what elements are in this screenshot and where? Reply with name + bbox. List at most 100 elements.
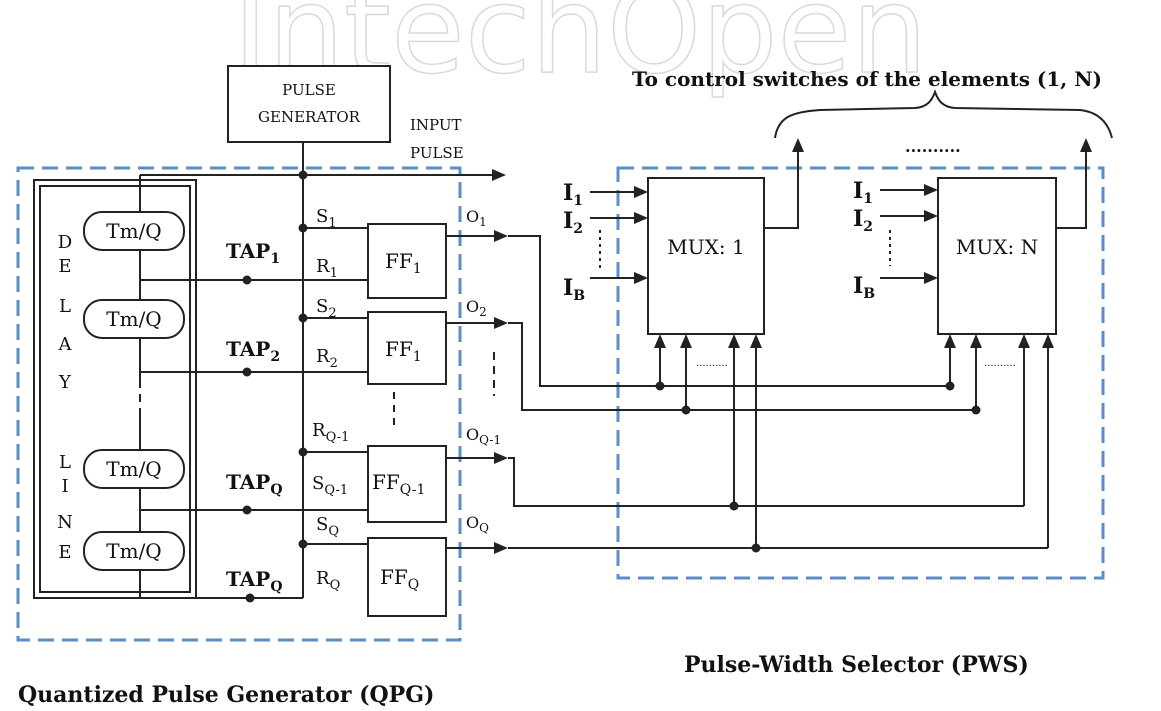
arrow bbox=[728, 334, 740, 348]
mux-input-label: IB bbox=[853, 273, 875, 302]
arrow bbox=[680, 334, 692, 348]
ff-label: FFQ bbox=[380, 565, 419, 593]
junction bbox=[655, 381, 665, 391]
arrow bbox=[792, 138, 804, 152]
delay-letter: E bbox=[58, 256, 71, 277]
arrow bbox=[494, 542, 508, 554]
o2-route bbox=[508, 322, 686, 411]
mux-input-label: IB bbox=[563, 275, 585, 304]
ff-label: FFQ-1 bbox=[372, 470, 425, 498]
junction bbox=[751, 543, 761, 553]
mux-n-label: MUX: N bbox=[956, 235, 1038, 259]
ff-output-label: O2 bbox=[466, 297, 487, 319]
delay-letter: D bbox=[58, 232, 72, 253]
delay-line-frame-inner bbox=[39, 185, 191, 593]
flipflop-1 bbox=[367, 223, 447, 299]
junction bbox=[242, 505, 252, 515]
ff-label: FF1 bbox=[385, 337, 422, 365]
junction bbox=[729, 501, 739, 511]
arrow bbox=[1042, 334, 1054, 348]
mux-1 bbox=[647, 177, 765, 335]
tap-label: TAPQ bbox=[226, 567, 283, 595]
delay-letter: N bbox=[57, 512, 73, 533]
mux-1-label: MUX: 1 bbox=[667, 235, 744, 259]
arrow bbox=[634, 272, 648, 284]
mux-input-label: I2 bbox=[563, 208, 583, 237]
junction bbox=[242, 275, 252, 285]
junction bbox=[971, 405, 981, 415]
arrow bbox=[924, 210, 938, 222]
mux-input-label: I1 bbox=[853, 178, 873, 207]
arrow bbox=[924, 272, 938, 284]
delay-letter: A bbox=[58, 334, 73, 355]
mux-1-output bbox=[764, 150, 799, 229]
junction bbox=[298, 170, 308, 180]
junction bbox=[298, 539, 308, 549]
tap-label: TAPQ bbox=[226, 470, 283, 498]
delay-letter: I bbox=[61, 476, 68, 497]
delay-element-label: Tm/Q bbox=[106, 457, 161, 481]
arrow bbox=[1080, 138, 1092, 152]
delay-element: Tm/Q bbox=[83, 211, 185, 251]
delay-element-label: Tm/Q bbox=[106, 219, 161, 243]
delay-line-wire bbox=[139, 250, 196, 599]
caption-pws: Pulse-Width Selector (PWS) bbox=[684, 652, 1029, 678]
ff-output-label: O1 bbox=[466, 207, 487, 229]
input-pulse-label-1: INPUT bbox=[410, 116, 462, 134]
delay-element: Tm/Q bbox=[83, 299, 185, 339]
junction bbox=[298, 223, 308, 233]
ff-input-label: RQ-1 bbox=[312, 420, 349, 445]
arrow bbox=[970, 334, 982, 348]
qpg-region bbox=[16, 166, 462, 642]
ff-input-label: RQ bbox=[316, 568, 340, 593]
flipflop-q bbox=[367, 537, 447, 617]
arrow bbox=[1018, 334, 1030, 348]
delay-line-frame-outer bbox=[33, 179, 197, 599]
delay-letter: L bbox=[59, 296, 71, 317]
mux-input-label: I2 bbox=[853, 206, 873, 235]
pulse-generator-label-1: PULSE bbox=[282, 81, 336, 99]
junction bbox=[681, 405, 691, 415]
mux-n bbox=[937, 177, 1057, 335]
ff-input-label: R1 bbox=[316, 256, 338, 281]
ff-label: FF1 bbox=[385, 249, 422, 277]
delay-element-label: Tm/Q bbox=[106, 539, 161, 563]
mux-sel-ellipsis: .......... bbox=[984, 358, 1016, 369]
mux-n-output bbox=[1056, 150, 1087, 229]
ff-input-label: S1 bbox=[316, 206, 337, 231]
tap-label: TAP2 bbox=[226, 337, 280, 365]
arrow bbox=[924, 184, 938, 196]
input-pulse-label-2: PULSE bbox=[410, 144, 464, 162]
flipflop-q-1 bbox=[367, 445, 447, 523]
ff-input-label: SQ bbox=[316, 514, 339, 539]
junction bbox=[242, 367, 252, 377]
oq1-route bbox=[508, 457, 1024, 507]
mux-input-label: I1 bbox=[563, 180, 583, 209]
delay-line-letters: D E L A Y L I N E bbox=[57, 232, 73, 563]
top-caption: To control switches of the elements (1, … bbox=[632, 67, 1102, 91]
delay-letter: Y bbox=[58, 372, 72, 393]
input-pulse-arrow bbox=[492, 169, 506, 181]
mux-outputs-ellipsis: .......... bbox=[905, 137, 961, 156]
tap-label: TAP1 bbox=[226, 239, 280, 267]
ff-output-label: OQ-1 bbox=[466, 425, 501, 447]
pulse-generator-label-2: GENERATOR bbox=[258, 108, 361, 126]
o1-route bbox=[508, 235, 660, 387]
arrow bbox=[944, 334, 956, 348]
delay-element: Tm/Q bbox=[83, 449, 185, 489]
pulse-generator-box bbox=[227, 65, 391, 143]
delay-letter: L bbox=[59, 452, 71, 473]
delay-element: Tm/Q bbox=[83, 531, 185, 571]
ff-input-label: S2 bbox=[316, 296, 337, 321]
arrow bbox=[634, 186, 648, 198]
arrow bbox=[634, 212, 648, 224]
delay-element-label: Tm/Q bbox=[106, 307, 161, 331]
ff-input-label: R2 bbox=[316, 346, 338, 371]
arrow bbox=[494, 230, 508, 242]
arrow bbox=[654, 334, 666, 348]
junction bbox=[298, 447, 308, 457]
arrow bbox=[750, 334, 762, 348]
pws-region bbox=[616, 166, 1105, 580]
ff-input-label: SQ-1 bbox=[312, 473, 348, 498]
